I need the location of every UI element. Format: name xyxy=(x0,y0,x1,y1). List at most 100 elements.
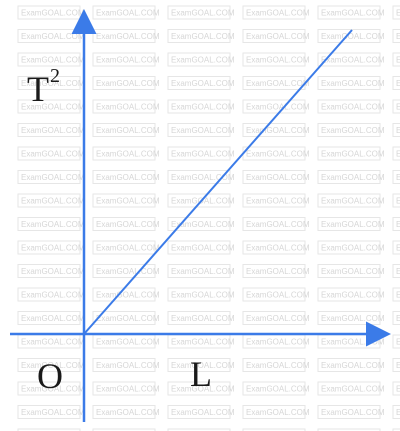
watermark-tile: ExamGOAL.COM xyxy=(317,99,385,114)
watermark-tile: ExamGOAL.COM xyxy=(17,287,85,302)
watermark-text: ExamGOAL.COM xyxy=(321,9,385,18)
watermark-tile: ExamGOAL.COM xyxy=(242,381,310,396)
watermark-text: ExamGOAL.COM xyxy=(171,197,235,206)
watermark-box xyxy=(317,146,381,161)
watermark-text: ExamGOAL.COM xyxy=(396,314,400,323)
watermark-text: ExamGOAL.COM xyxy=(396,220,400,229)
watermark-box xyxy=(242,217,306,231)
watermark-text: ExamGOAL.COM xyxy=(246,385,310,394)
watermark-tile: ExamGOAL.COM xyxy=(92,5,160,20)
watermark-tile: ExamGOAL.COM xyxy=(392,170,400,184)
watermark-box xyxy=(167,311,231,325)
watermark-layer: ExamGOAL.COM ExamGOAL.COM ExamGOAL.COM Exam… xyxy=(17,5,400,431)
watermark-tile: ExamGOAL.COM xyxy=(92,76,160,90)
watermark-tile: ExamGOAL.COM xyxy=(242,170,310,184)
watermark-box xyxy=(167,99,231,114)
watermark-text: ExamGOAL.COM xyxy=(246,361,310,370)
watermark-tile: ExamGOAL.COM xyxy=(17,170,85,184)
watermark-text: ExamGOAL.COM xyxy=(396,361,400,370)
watermark-tile: ExamGOAL.COM xyxy=(167,405,235,419)
watermark-text: ExamGOAL.COM xyxy=(246,267,310,276)
watermark-tile: ExamGOAL.COM xyxy=(17,76,85,90)
watermark-tile: ExamGOAL.COM xyxy=(242,217,310,231)
watermark-tile: ExamGOAL.COM xyxy=(17,240,85,255)
watermark-text: ExamGOAL.COM xyxy=(321,126,385,135)
watermark-text: ExamGOAL.COM xyxy=(96,408,160,417)
watermark-text: ExamGOAL.COM xyxy=(246,291,310,300)
watermark-tile: ExamGOAL.COM xyxy=(17,29,85,43)
watermark-tile: ExamGOAL.COM xyxy=(392,334,400,349)
watermark-text: ExamGOAL.COM xyxy=(171,244,235,253)
watermark-text: ExamGOAL.COM xyxy=(96,267,160,276)
watermark-tile: ExamGOAL.COM xyxy=(92,52,160,67)
watermark-box xyxy=(317,123,381,137)
watermark-box xyxy=(92,381,156,396)
watermark-tile: ExamGOAL.COM xyxy=(392,405,400,419)
watermark-text: ExamGOAL.COM xyxy=(96,173,160,182)
watermark-text: ExamGOAL.COM xyxy=(96,197,160,206)
watermark-text: ExamGOAL.COM xyxy=(21,408,85,417)
watermark-box xyxy=(392,405,400,419)
watermark-box xyxy=(92,240,156,255)
watermark-text: ExamGOAL.COM xyxy=(321,79,385,88)
watermark-tile: ExamGOAL.COM xyxy=(17,99,85,114)
watermark-box xyxy=(17,428,81,431)
watermark-text: ExamGOAL.COM xyxy=(321,267,385,276)
watermark-text: ExamGOAL.COM xyxy=(321,338,385,347)
watermark-box xyxy=(317,193,381,208)
watermark-text: ExamGOAL.COM xyxy=(321,150,385,159)
watermark-text: ExamGOAL.COM xyxy=(396,103,400,112)
watermark-text: ExamGOAL.COM xyxy=(321,314,385,323)
watermark-text: ExamGOAL.COM xyxy=(96,103,160,112)
watermark-text: ExamGOAL.COM xyxy=(21,103,85,112)
watermark-box xyxy=(242,287,306,302)
watermark-tile: ExamGOAL.COM xyxy=(167,311,235,325)
watermark-box xyxy=(392,170,400,184)
watermark-box xyxy=(17,29,81,43)
watermark-text: ExamGOAL.COM xyxy=(96,244,160,253)
watermark-box xyxy=(167,287,231,302)
watermark-tile: ExamGOAL.COM xyxy=(242,29,310,43)
watermark-tile: ExamGOAL.COM xyxy=(242,405,310,419)
watermark-text: ExamGOAL.COM xyxy=(321,244,385,253)
watermark-box xyxy=(317,358,381,372)
watermark-text: ExamGOAL.COM xyxy=(171,291,235,300)
watermark-text: ExamGOAL.COM xyxy=(21,197,85,206)
watermark-tile: ExamGOAL.COM xyxy=(17,264,85,278)
watermark-tile: ExamGOAL.COM xyxy=(92,170,160,184)
watermark-box xyxy=(167,5,231,20)
watermark-text: ExamGOAL.COM xyxy=(396,408,400,417)
watermark-box xyxy=(317,5,381,20)
watermark-box xyxy=(392,217,400,231)
watermark-tile: ExamGOAL.COM xyxy=(167,123,235,137)
watermark-box xyxy=(317,217,381,231)
watermark-box xyxy=(242,170,306,184)
watermark-text: ExamGOAL.COM xyxy=(171,150,235,159)
watermark-text: ExamGOAL.COM xyxy=(396,126,400,135)
watermark-tile: ExamGOAL.COM xyxy=(167,29,235,43)
watermark-tile: ExamGOAL.COM xyxy=(17,311,85,325)
watermark-tile: ExamGOAL.COM xyxy=(242,5,310,20)
watermark-text: ExamGOAL.COM xyxy=(96,361,160,370)
watermark-text: ExamGOAL.COM xyxy=(171,408,235,417)
watermark-text: ExamGOAL.COM xyxy=(246,408,310,417)
watermark-box xyxy=(317,311,381,325)
watermark-tile: ExamGOAL.COM xyxy=(167,217,235,231)
watermark-box xyxy=(242,428,306,431)
watermark-text: ExamGOAL.COM xyxy=(396,79,400,88)
watermark-tile: ExamGOAL.COM xyxy=(242,193,310,208)
watermark-text: ExamGOAL.COM xyxy=(96,338,160,347)
watermark-box xyxy=(167,381,231,396)
watermark-tile: ExamGOAL.COM xyxy=(317,240,385,255)
watermark-tile: ExamGOAL.COM xyxy=(17,146,85,161)
watermark-text: ExamGOAL.COM xyxy=(21,244,85,253)
watermark-text: ExamGOAL.COM xyxy=(171,126,235,135)
labels-layer: T 2 O L xyxy=(27,65,212,396)
watermark-tile: ExamGOAL.COM xyxy=(317,217,385,231)
watermark-box xyxy=(167,405,231,419)
watermark-box xyxy=(392,99,400,114)
x-axis-label: L xyxy=(190,354,212,394)
watermark-tile: ExamGOAL.COM xyxy=(317,193,385,208)
watermark-box xyxy=(317,99,381,114)
watermark-box xyxy=(242,240,306,255)
